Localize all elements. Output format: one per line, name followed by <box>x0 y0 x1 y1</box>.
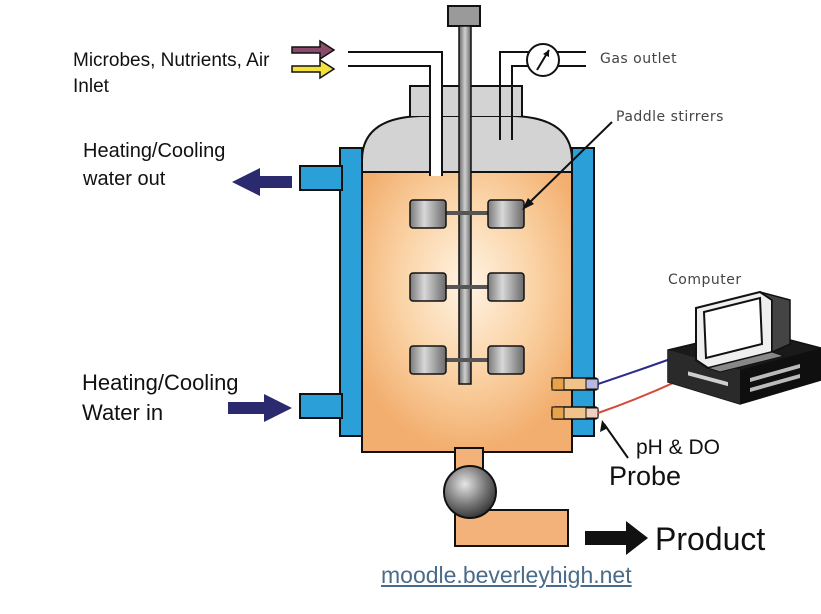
inlet-pipe <box>348 51 443 176</box>
water-out-label-line2: water out <box>83 168 166 190</box>
water-out-arrow <box>232 168 292 196</box>
inlet-arrow-1 <box>291 39 336 61</box>
probe-pointer <box>603 423 629 459</box>
water-in-arrow <box>228 394 292 422</box>
source-link[interactable]: moodle.beverleyhigh.net <box>381 562 632 588</box>
inlet-label-line2: Inlet <box>73 76 109 97</box>
product-label: Product <box>655 521 766 557</box>
inlet-label-line1: Microbes, Nutrients, Air <box>73 50 270 71</box>
motor <box>447 5 481 27</box>
paddle-row-2 <box>409 272 525 302</box>
jacket-inlet-port <box>299 393 343 419</box>
computer-label: Computer <box>668 272 742 288</box>
water-in-label-line2: Water in <box>82 400 164 425</box>
paddle-pointer <box>527 121 613 205</box>
water-out-label-line1: Heating/Cooling <box>83 140 226 162</box>
inlet-arrow-2 <box>291 58 336 80</box>
product-outlet <box>443 447 569 547</box>
paddle-stirrers-label: Paddle stirrers <box>616 109 724 125</box>
stirrer-shaft <box>458 25 472 385</box>
paddle-stirrers <box>409 199 525 375</box>
water-in-label-line1: Heating/Cooling <box>82 370 239 395</box>
inlet-arrows <box>291 39 336 80</box>
product-arrow <box>585 521 648 555</box>
paddle-row-3 <box>409 345 525 375</box>
gas-outlet-label: Gas outlet <box>600 51 678 67</box>
paddle-row-1 <box>409 199 525 229</box>
ph-do-label: pH & DO <box>636 436 721 459</box>
gas-outlet-pipe <box>499 43 586 140</box>
probe-label: Probe <box>609 461 682 491</box>
computer-icon <box>667 290 821 405</box>
jacket-outlet-port <box>299 165 343 191</box>
valve <box>443 465 497 519</box>
